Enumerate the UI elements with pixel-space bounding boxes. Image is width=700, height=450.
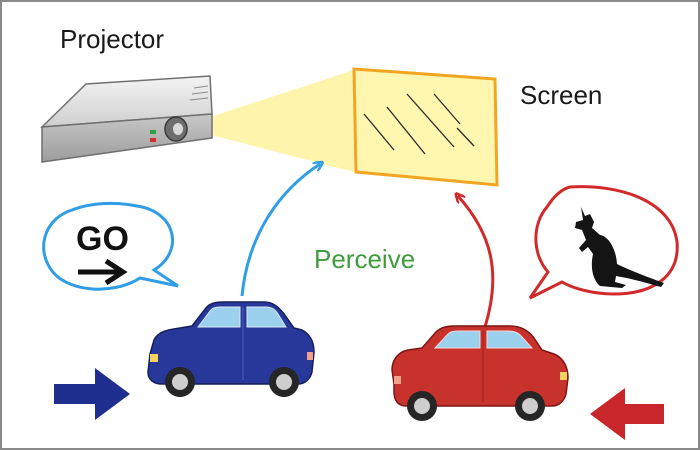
- screen-to-red-car-arrow: [458, 196, 495, 331]
- red-car-icon: [391, 325, 569, 421]
- go-label: GO: [76, 220, 129, 258]
- projector-label: Projector: [60, 24, 165, 54]
- screen-label: Screen: [520, 80, 603, 110]
- right-arrow-icon: [54, 368, 130, 420]
- perceive-label: Perceive: [314, 244, 416, 274]
- projector-icon: [40, 75, 213, 163]
- go-speech-bubble: [42, 201, 179, 291]
- right-arrow-icon: [78, 258, 128, 286]
- kangaroo-icon: [575, 207, 664, 288]
- blue-car-icon: [147, 301, 315, 397]
- projection-screen-icon: [352, 67, 499, 187]
- left-arrow-icon: [590, 388, 664, 440]
- projection-beam: [180, 70, 354, 172]
- blue-car-to-screen-arrow: [240, 164, 320, 297]
